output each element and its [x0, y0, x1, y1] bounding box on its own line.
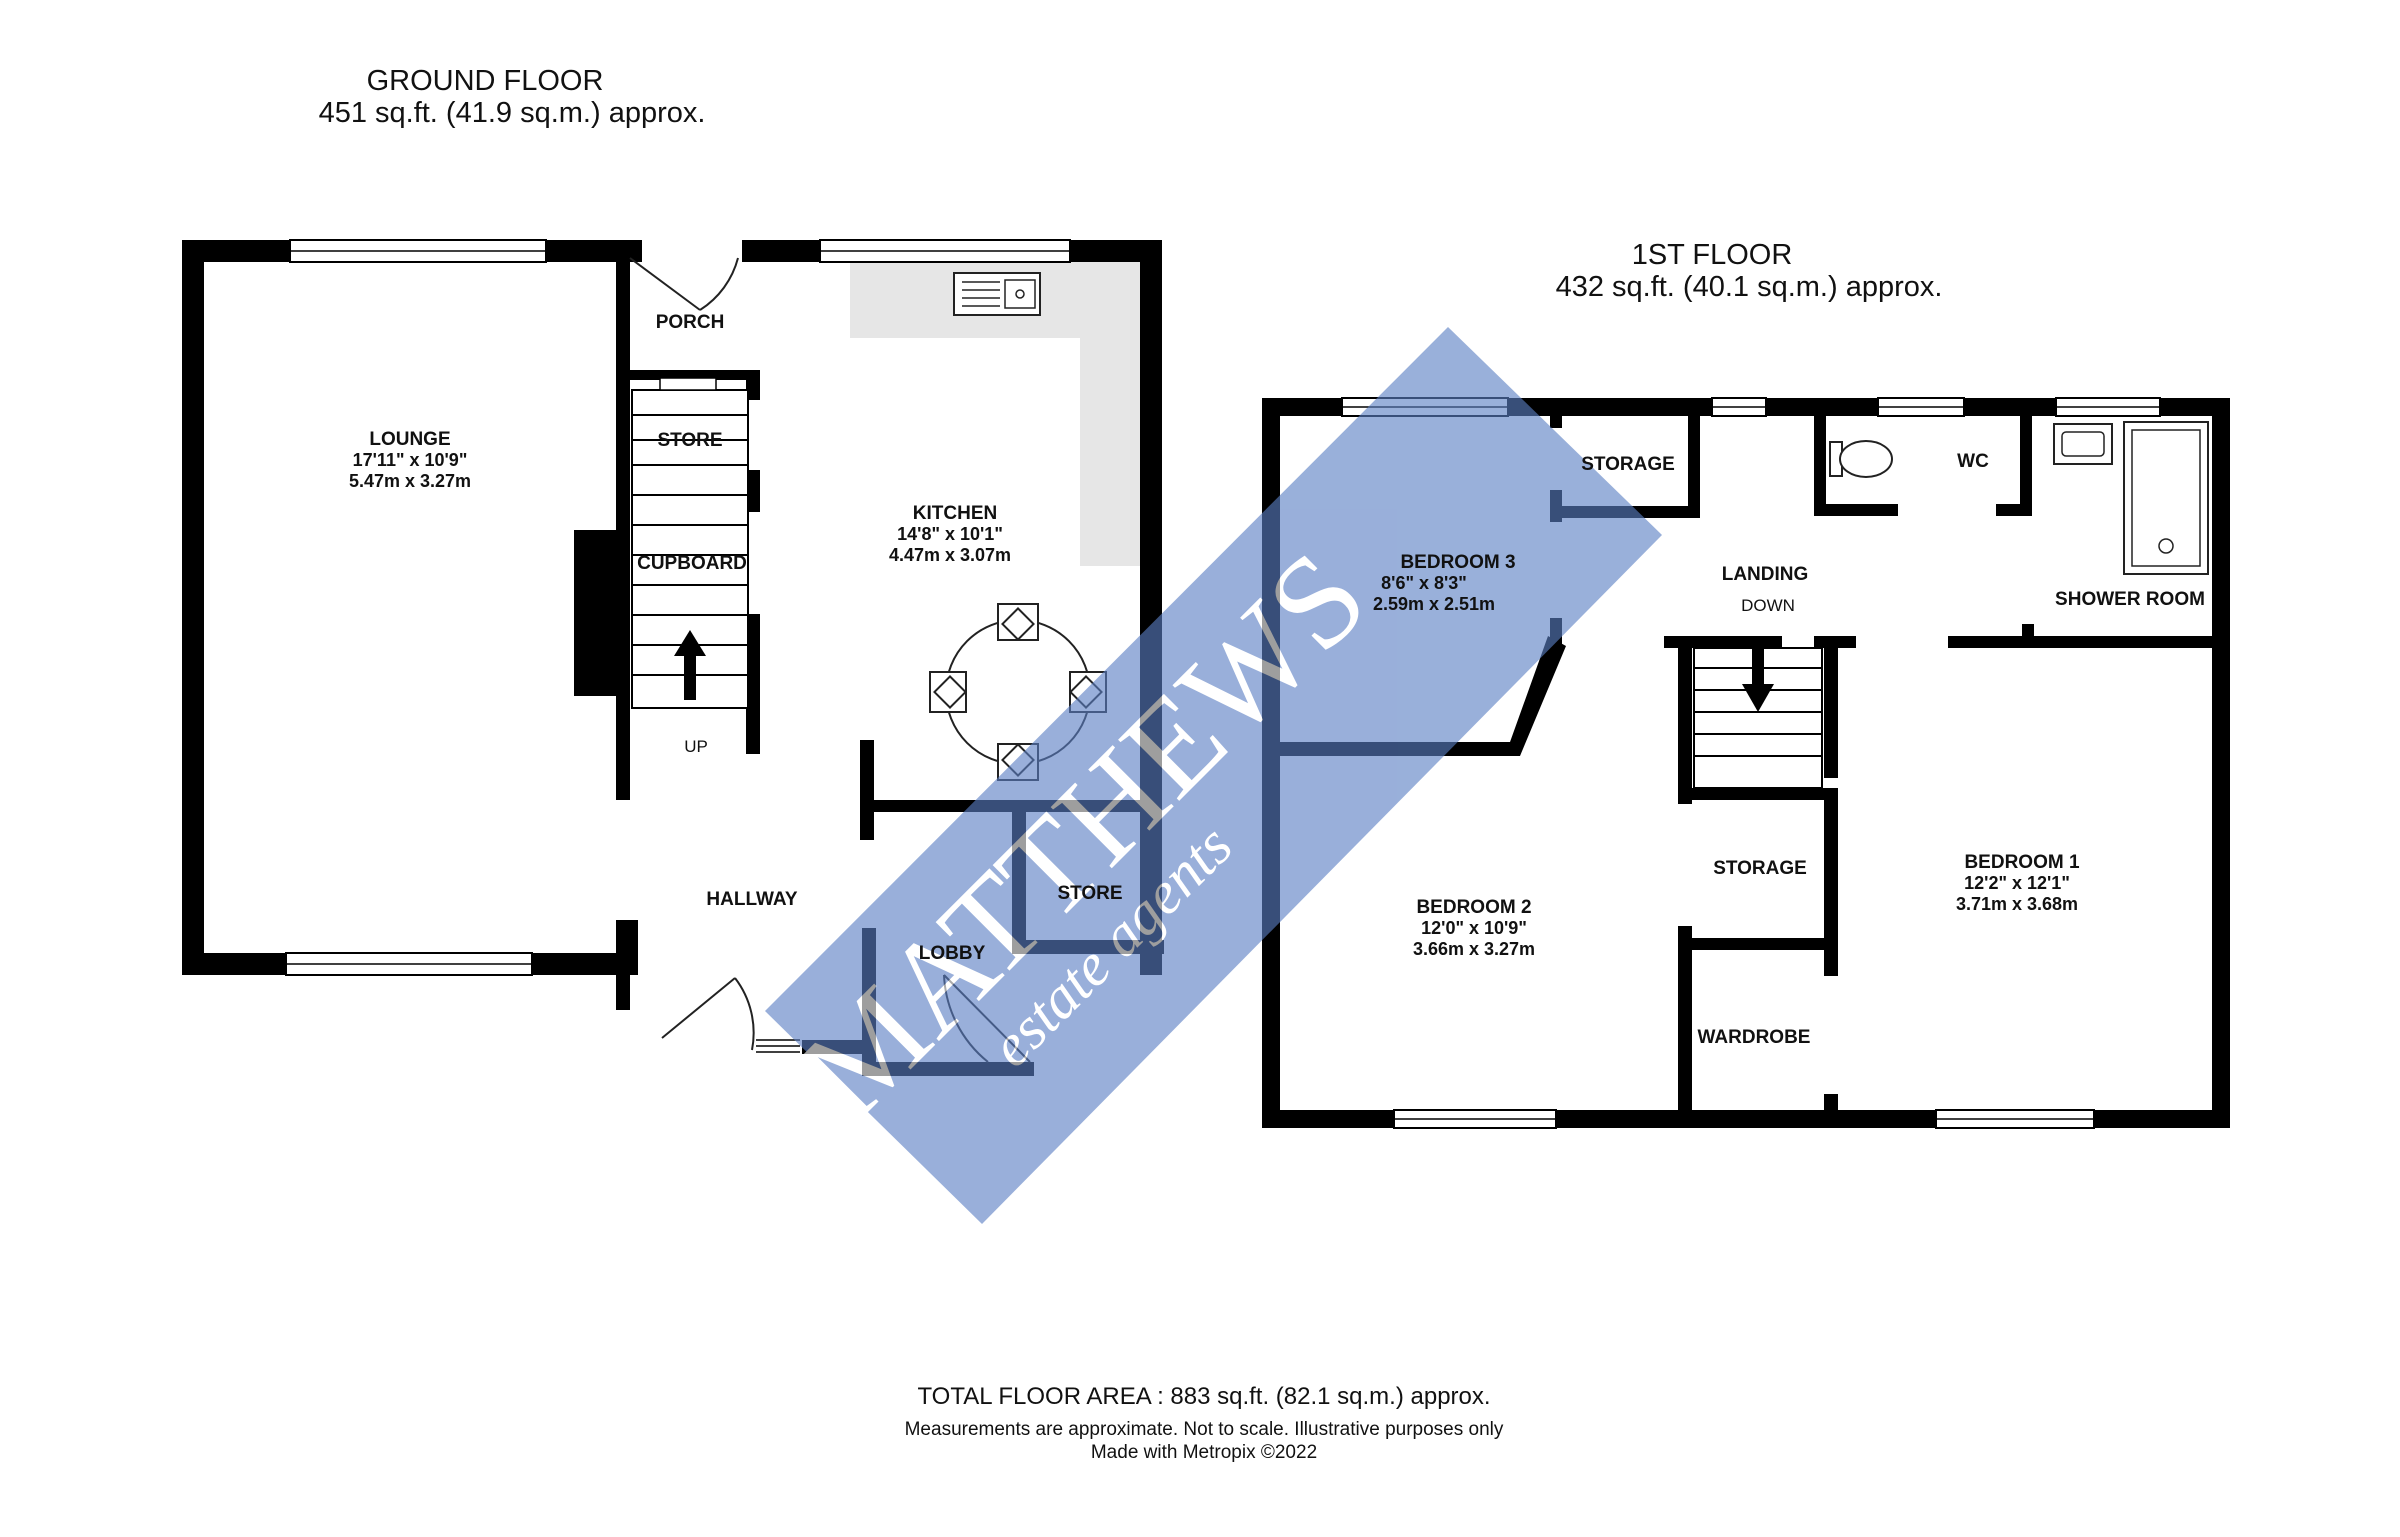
first-floor-plan	[1262, 397, 2230, 1129]
landing-label: LANDING	[1722, 564, 1809, 585]
bedroom1-label: BEDROOM 1	[1964, 852, 2080, 873]
window-kitchen-top	[819, 239, 1071, 263]
shower-tray-icon	[2123, 421, 2209, 575]
bedroom3-dim-metric: 2.59m x 2.51m	[1373, 594, 1495, 614]
bedroom2-label: BEDROOM 2	[1416, 897, 1531, 918]
first-floor-area: 432 sq.ft. (40.1 sq.m.) approx.	[1556, 271, 1943, 303]
first-floor-title: 1ST FLOOR	[1632, 239, 1793, 271]
lobby-label: LOBBY	[919, 943, 986, 964]
lounge-label: LOUNGE	[369, 429, 450, 450]
ground-floor-area: 451 sq.ft. (41.9 sq.m.) approx.	[319, 97, 706, 129]
bedroom2-dim-metric: 3.66m x 3.27m	[1413, 939, 1535, 959]
window-bedroom2	[1393, 1109, 1557, 1129]
toilet-icon	[1829, 440, 1893, 478]
total-floor-area: TOTAL FLOOR AREA : 883 sq.ft. (82.1 sq.m…	[917, 1383, 1490, 1410]
shower-room-label: SHOWER ROOM	[2055, 589, 2205, 610]
first-labels: STORAGE BEDROOM 3 8'6" x 8'3" 2.59m x 2.…	[1373, 451, 2205, 1048]
kitchen-counter	[850, 258, 1145, 566]
cupboard-label: CUPBOARD	[637, 553, 747, 574]
watermark-band	[765, 327, 1662, 1224]
window-shower	[2055, 397, 2161, 417]
kitchen-label: KITCHEN	[913, 503, 997, 524]
kitchen-dim-metric: 4.47m x 3.07m	[889, 545, 1011, 565]
hallway-label: HALLWAY	[706, 889, 797, 910]
window-wc	[1877, 397, 1965, 417]
storage-top-label: STORAGE	[1581, 454, 1675, 475]
bedroom1-dim-metric: 3.71m x 3.68m	[1956, 894, 2078, 914]
store-label: STORE	[657, 430, 722, 451]
porch-label: PORCH	[656, 312, 725, 333]
metropix-credit: Made with Metropix ©2022	[1091, 1442, 1317, 1463]
bedroom3-dim-imperial: 8'6" x 8'3"	[1381, 573, 1467, 593]
disclaimer: Measurements are approximate. Not to sca…	[905, 1419, 1504, 1440]
bedroom3-label: BEDROOM 3	[1400, 552, 1515, 573]
wardrobe-label: WARDROBE	[1698, 1027, 1811, 1048]
kitchen-sink-icon	[953, 272, 1041, 316]
up-arrow-icon	[674, 630, 706, 700]
watermark: MATTHEWS estate agents	[765, 327, 1662, 1224]
up-label: UP	[684, 737, 708, 756]
lounge-dim-metric: 5.47m x 3.27m	[349, 471, 471, 491]
kitchen-dim-imperial: 14'8" x 10'1"	[897, 524, 1003, 544]
window-bedroom1	[1935, 1109, 2095, 1129]
front-door-step	[756, 1039, 800, 1053]
down-label: DOWN	[1741, 596, 1795, 615]
storage-mid-label: STORAGE	[1713, 858, 1807, 879]
basin-icon	[2053, 423, 2113, 465]
lounge-dim-imperial: 17'11" x 10'9"	[353, 450, 468, 470]
store2-label: STORE	[1057, 883, 1122, 904]
window-landing	[1711, 397, 1767, 417]
bedroom1-dim-imperial: 12'2" x 12'1"	[1964, 873, 2070, 893]
window-lounge-top	[289, 239, 547, 263]
ground-floor-title: GROUND FLOOR	[367, 65, 604, 97]
down-arrow-icon	[1742, 648, 1774, 712]
window-lounge-bottom	[285, 952, 533, 976]
ground-labels: LOUNGE 17'11" x 10'9" 5.47m x 3.27m KITC…	[349, 312, 1123, 964]
bedroom2-dim-imperial: 12'0" x 10'9"	[1421, 918, 1527, 938]
wc-label: WC	[1957, 451, 1989, 472]
